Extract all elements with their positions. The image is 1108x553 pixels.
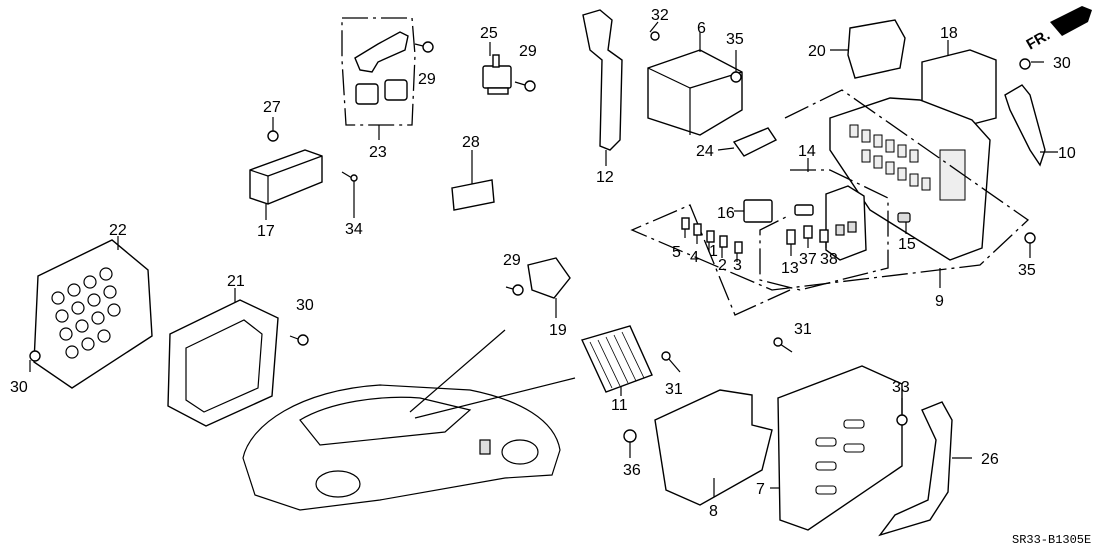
callout-12: 12 — [596, 169, 614, 186]
part-14-group-outline — [759, 169, 889, 291]
callout-6: 6 — [697, 20, 706, 37]
callout-8: 8 — [709, 503, 718, 520]
part-34-screw[interactable] — [341, 171, 358, 218]
part-20-cover[interactable] — [830, 19, 906, 79]
connector-14[interactable] — [794, 204, 814, 216]
part-11-grille[interactable] — [581, 325, 653, 396]
callout-35-a: 35 — [726, 31, 744, 48]
bolt-30-b[interactable] — [29, 350, 41, 372]
fuse-5[interactable] — [681, 217, 690, 238]
callout-23: 23 — [369, 144, 387, 161]
part-23-relay-bracket-set[interactable] — [341, 17, 416, 140]
bolt-30-a[interactable] — [1019, 58, 1044, 70]
callout-32: 32 — [651, 7, 669, 24]
bolt-29-b[interactable] — [514, 80, 536, 92]
callout-10: 10 — [1058, 145, 1076, 162]
part-9-fuse-box[interactable] — [829, 97, 991, 261]
diagram-reference-code: SR33-B1305E — [1012, 533, 1091, 547]
callout-22: 22 — [109, 222, 127, 239]
part-10-bracket[interactable] — [1004, 84, 1058, 167]
part-7-ecu[interactable] — [770, 365, 903, 531]
callout-24: 24 — [696, 143, 714, 160]
callout-26: 26 — [981, 451, 999, 468]
callout-29-a: 29 — [418, 71, 436, 88]
part-8-bracket[interactable] — [654, 389, 773, 506]
callout-27: 27 — [263, 99, 281, 116]
fuse-4[interactable] — [693, 223, 702, 244]
callout-37: 37 — [799, 251, 817, 268]
part-37[interactable] — [803, 225, 813, 248]
bolt-33[interactable] — [896, 398, 908, 426]
nut-35-b[interactable] — [1024, 232, 1036, 258]
bolt-32[interactable] — [649, 21, 660, 41]
callout-4: 4 — [690, 249, 699, 266]
bolt-29-a[interactable] — [414, 41, 434, 53]
callout-labels: 1 2 3 4 5 6 7 8 9 10 11 12 13 14 15 16 1… — [10, 7, 1076, 520]
part-16-relay[interactable] — [734, 199, 773, 223]
callout-34: 34 — [345, 221, 363, 238]
part-17-control-unit[interactable] — [249, 149, 323, 220]
callout-3: 3 — [733, 257, 742, 274]
part-21-control-unit[interactable] — [167, 288, 279, 427]
part-22-bracket[interactable] — [33, 236, 153, 389]
callout-17: 17 — [257, 223, 275, 240]
callout-31-a: 31 — [665, 381, 683, 398]
callout-30-a: 30 — [1053, 55, 1071, 72]
nut-35-a[interactable] — [730, 50, 742, 83]
vehicle-outline — [242, 329, 576, 511]
fuse-1[interactable] — [706, 230, 715, 252]
callout-21: 21 — [227, 273, 245, 290]
callout-2: 2 — [718, 257, 727, 274]
front-direction-arrow: FR. — [1024, 6, 1092, 54]
fuse-3[interactable] — [734, 241, 743, 262]
part-28-label-plate[interactable] — [451, 150, 495, 211]
front-marker-label: FR. — [1024, 27, 1053, 54]
fuse-2[interactable] — [719, 235, 728, 258]
callout-9: 9 — [935, 293, 944, 310]
bolt-29-c[interactable] — [505, 284, 524, 296]
part-14-relay-block[interactable] — [825, 185, 867, 261]
callout-7: 7 — [756, 481, 765, 498]
callout-14: 14 — [798, 143, 816, 160]
part-9-group-outline — [630, 89, 1030, 316]
bolt-30-c[interactable] — [289, 334, 309, 346]
callout-18: 18 — [940, 25, 958, 42]
part-12-bracket[interactable] — [582, 9, 623, 166]
callout-36: 36 — [623, 462, 641, 479]
part-25-relay[interactable] — [482, 42, 512, 95]
callout-30-b: 30 — [10, 379, 28, 396]
callout-29-b: 29 — [519, 43, 537, 60]
callout-30-c: 30 — [296, 297, 314, 314]
part-24-relay[interactable] — [717, 127, 778, 157]
callout-16: 16 — [717, 205, 735, 222]
part-27-clip[interactable] — [267, 117, 279, 142]
callout-29-c: 29 — [503, 252, 521, 269]
part-15[interactable] — [897, 212, 911, 234]
part-19-sensor[interactable] — [527, 257, 571, 318]
callout-11: 11 — [611, 397, 628, 414]
callout-13: 13 — [781, 260, 799, 277]
bolt-31-b[interactable] — [773, 337, 793, 353]
part-38[interactable] — [819, 229, 829, 248]
callout-19: 19 — [549, 322, 567, 339]
callout-31-b: 31 — [794, 321, 812, 338]
nut-36[interactable] — [623, 429, 637, 458]
callout-20: 20 — [808, 43, 826, 60]
callout-35-b: 35 — [1018, 262, 1036, 279]
callout-5: 5 — [672, 244, 681, 261]
callout-1: 1 — [709, 243, 718, 260]
callout-15: 15 — [898, 236, 916, 253]
part-26-bracket[interactable] — [878, 401, 972, 537]
callout-25: 25 — [480, 25, 498, 42]
callout-28: 28 — [462, 134, 480, 151]
callout-38: 38 — [820, 251, 838, 268]
bolt-31-a[interactable] — [661, 351, 681, 373]
part-13[interactable] — [786, 229, 796, 256]
callout-33: 33 — [892, 379, 910, 396]
